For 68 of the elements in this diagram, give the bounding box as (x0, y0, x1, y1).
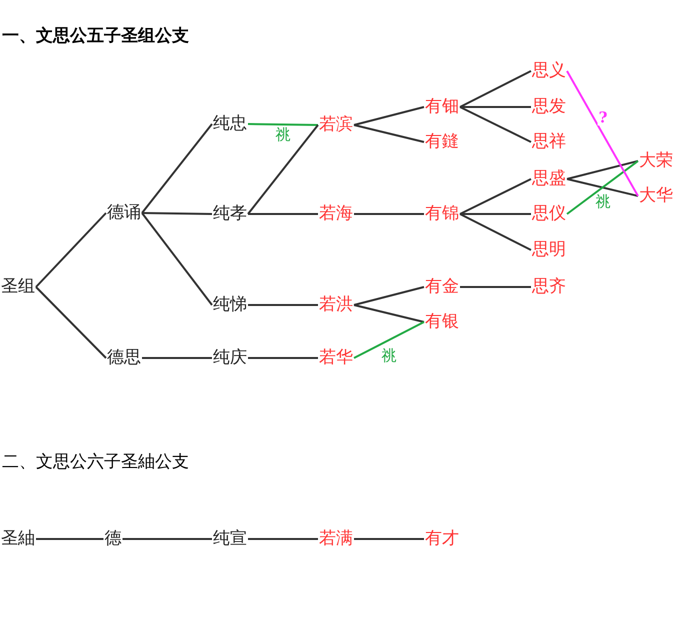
name-label: 有钿 (425, 98, 459, 116)
connector-line (141, 212, 213, 306)
connector-line (460, 213, 532, 251)
section-heading: 二、文思公六子圣紬公支 (2, 451, 189, 473)
name-label: 思发 (532, 98, 566, 116)
connector-line (460, 70, 532, 108)
connector-line (36, 538, 104, 540)
connector-line (354, 304, 424, 323)
edge-label: ? (598, 110, 608, 126)
connector-line (354, 106, 424, 126)
connector-line (460, 213, 531, 215)
connector-line (248, 123, 318, 126)
name-label: 若满 (319, 530, 353, 548)
connector-line (354, 213, 424, 215)
name-label: 思义 (532, 62, 566, 80)
name-label: 若海 (319, 204, 353, 224)
name-label: 圣组 (1, 278, 35, 296)
name-label: 纯孝 (213, 204, 247, 224)
connector-line (566, 160, 639, 215)
name-label: 大荣 (639, 152, 673, 170)
connector-line (460, 286, 531, 288)
name-label: 若华 (319, 348, 353, 368)
connector-line (460, 106, 532, 143)
connector-line (354, 538, 424, 540)
connector-line (35, 212, 107, 288)
name-label: 有才 (425, 530, 459, 548)
section-heading: 一、文思公五子圣组公支 (2, 25, 189, 47)
connector-line (248, 357, 318, 359)
connector-line (248, 304, 318, 306)
edge-label: 祧 (274, 128, 292, 142)
connector-line (460, 106, 531, 108)
name-label: 思盛 (532, 170, 566, 188)
edge-label: 祧 (380, 348, 398, 364)
name-label: 思仪 (532, 204, 566, 224)
name-label: 思齐 (532, 278, 566, 296)
connector-line (460, 178, 532, 215)
connector-line (354, 124, 424, 143)
edge-label: 祧 (594, 194, 612, 210)
name-label: 思明 (532, 240, 566, 260)
name-label: 德思 (107, 348, 141, 368)
connector-line (35, 286, 107, 359)
name-label: 德 (104, 530, 122, 548)
connector-line (566, 160, 638, 180)
connector-line (354, 286, 424, 306)
name-label: 有金 (425, 278, 459, 296)
name-label: 纯宣 (213, 530, 247, 548)
name-label: 纯庆 (213, 348, 247, 368)
name-label: 思祥 (532, 132, 566, 152)
connector-line (566, 70, 639, 196)
connector-line (354, 321, 424, 359)
connector-line (248, 538, 318, 540)
name-label: 若滨 (319, 116, 353, 134)
name-label: 有锦 (425, 204, 459, 224)
connector-line (141, 123, 213, 214)
connector-line (142, 212, 212, 215)
name-label: 若洪 (319, 296, 353, 314)
connector-line (142, 357, 212, 359)
name-label: 有鏠 (425, 132, 459, 152)
connector-line (566, 178, 638, 197)
name-label: 纯悌 (213, 296, 247, 314)
name-label: 圣紬 (1, 530, 35, 548)
name-label: 有银 (425, 312, 459, 332)
name-label: 纯忠 (213, 114, 247, 134)
connector-line (247, 124, 319, 215)
name-label: 德诵 (107, 204, 141, 222)
connector-line (248, 213, 318, 215)
name-label: 大华 (639, 186, 673, 206)
connector-line (122, 538, 212, 540)
